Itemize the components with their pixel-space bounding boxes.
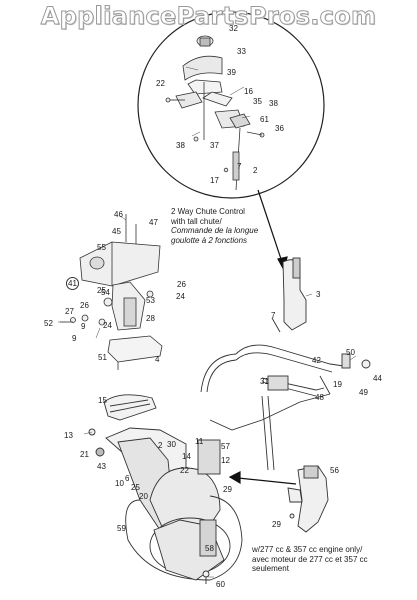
- chute-note-line-3: Commande de la longue: [171, 226, 259, 235]
- callout-2-detail: 2: [253, 166, 258, 175]
- callout-39: 39: [227, 68, 236, 77]
- callout-7-detail: 7: [237, 162, 242, 171]
- callout-6: 6: [125, 474, 130, 483]
- callout-13: 13: [64, 431, 73, 440]
- callout-leaders: [58, 66, 357, 578]
- callout-19: 19: [333, 380, 342, 389]
- callout-47: 47: [149, 218, 158, 227]
- callout-9-mid: 9: [81, 322, 86, 331]
- callout-55: 55: [97, 243, 106, 252]
- callout-43: 43: [97, 462, 106, 471]
- chute-control-note: 2 Way Chute Control with tall chute/ Com…: [171, 207, 258, 245]
- callout-30: 30: [167, 440, 176, 449]
- callout-41-circled: 41: [66, 277, 79, 290]
- callout-22-detail: 22: [156, 79, 165, 88]
- callout-28: 28: [146, 314, 155, 323]
- callout-57: 57: [221, 442, 230, 451]
- callout-53: 53: [146, 296, 155, 305]
- callout-24-right: 24: [176, 292, 185, 301]
- callout-25-lower: 25: [131, 483, 140, 492]
- callout-38-right: 38: [269, 99, 278, 108]
- callout-24-left: 24: [103, 321, 112, 330]
- callout-3: 3: [316, 290, 321, 299]
- chute-control-detail-parts: [165, 35, 265, 191]
- callout-32: 32: [229, 24, 238, 33]
- callout-60: 60: [216, 580, 225, 589]
- callout-45: 45: [112, 227, 121, 236]
- callout-27: 27: [65, 307, 74, 316]
- callout-31: 31: [260, 377, 269, 386]
- auger-housing-assembly: [88, 394, 243, 584]
- callout-49: 49: [359, 388, 368, 397]
- callout-22-lower: 22: [180, 466, 189, 475]
- callout-26-right: 26: [177, 280, 186, 289]
- site-watermark: AppliancePartsPros.com: [40, 2, 377, 31]
- callout-16: 16: [244, 87, 253, 96]
- callout-58: 58: [205, 544, 214, 553]
- detail-circle: [137, 11, 325, 199]
- callout-29-housing: 29: [223, 485, 232, 494]
- callout-2-lower: 2: [158, 441, 163, 450]
- callout-25: 25: [97, 286, 106, 295]
- chute-note-line-1: 2 Way Chute Control: [171, 207, 245, 216]
- chute-assembly-left: [60, 214, 163, 370]
- callout-21: 21: [80, 450, 89, 459]
- callout-35: 35: [253, 97, 262, 106]
- engine-note-line-1: w/277 cc & 357 cc engine only/: [252, 545, 363, 554]
- callout-11: 11: [195, 437, 204, 446]
- tall-chute-part: [287, 465, 329, 533]
- callout-10: 10: [115, 479, 124, 488]
- callout-14: 14: [182, 452, 191, 461]
- callout-9-left: 9: [72, 334, 77, 343]
- callout-54: 54: [101, 288, 110, 297]
- callout-44: 44: [373, 374, 382, 383]
- callout-50: 50: [346, 348, 355, 357]
- callout-48: 48: [315, 393, 324, 402]
- callout-arrow-detail: [257, 189, 288, 272]
- engine-note: w/277 cc & 357 cc engine only/ avec mote…: [252, 545, 368, 574]
- callout-arrow-chute: [228, 471, 297, 485]
- callout-4: 4: [155, 355, 160, 364]
- callout-20: 20: [139, 492, 148, 501]
- callout-7-handle: 7: [271, 311, 276, 320]
- callout-17: 17: [210, 176, 219, 185]
- callout-12: 12: [221, 456, 230, 465]
- callout-59: 59: [117, 524, 126, 533]
- callout-37: 37: [210, 141, 219, 150]
- callout-15: 15: [98, 396, 107, 405]
- handle-and-chute-control: [200, 257, 371, 471]
- chute-note-line-4: goulotte à 2 fonctions: [171, 235, 248, 245]
- callout-42: 42: [312, 356, 321, 365]
- callout-61: 61: [260, 115, 269, 124]
- engine-note-line-3: seulement: [252, 564, 289, 573]
- callout-52: 52: [44, 319, 53, 328]
- callout-38-left: 38: [176, 141, 185, 150]
- callout-36: 36: [275, 124, 284, 133]
- callout-33: 33: [237, 47, 246, 56]
- callout-46: 46: [114, 210, 123, 219]
- callout-29-chute: 29: [272, 520, 281, 529]
- callout-56: 56: [330, 466, 339, 475]
- callout-51: 51: [98, 353, 107, 362]
- engine-note-line-2: avec moteur de 277 cc et 357 cc: [252, 554, 368, 564]
- chute-note-line-2: with tall chute/: [171, 216, 222, 226]
- callout-26-left: 26: [80, 301, 89, 310]
